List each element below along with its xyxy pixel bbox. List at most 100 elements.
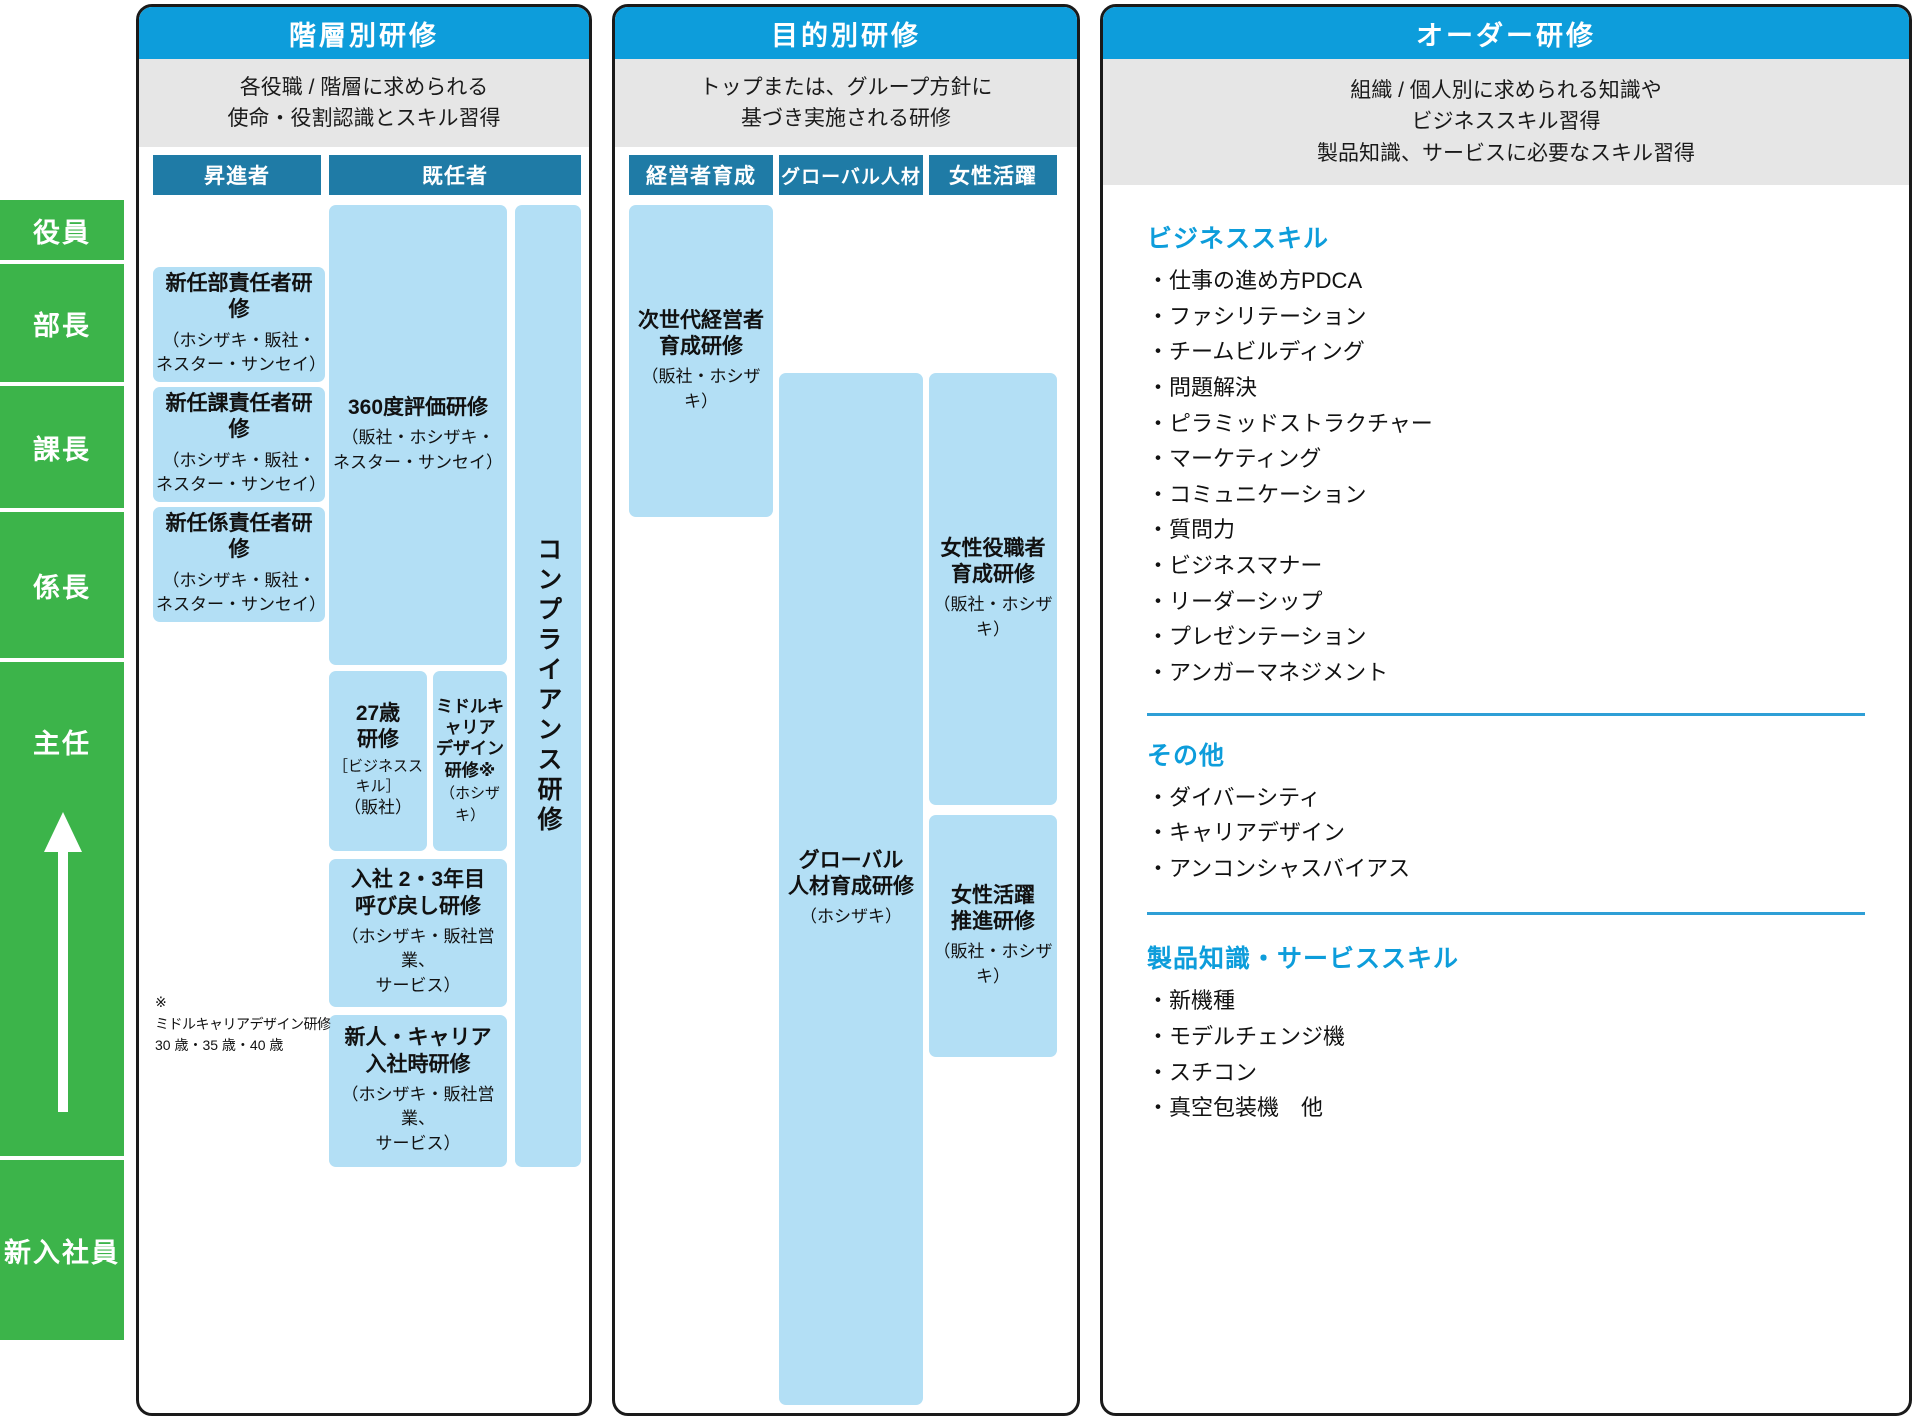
panel-order-training: オーダー研修 組織 / 個人別に求められる知識や ビジネススキル習得 製品知識、… bbox=[1100, 4, 1912, 1416]
training-tag: ［ビジネススキル］ bbox=[332, 758, 423, 795]
list-item: ・質問力 bbox=[1147, 517, 1236, 543]
section-divider bbox=[1147, 712, 1865, 716]
panel-hierarchy-training: 階層別研修 各役職 / 階層に求められる 使命・役割認識とスキル習得 昇進者 既… bbox=[136, 4, 592, 1416]
ladder-level-yakuin: 役員 bbox=[0, 200, 124, 260]
ladder-level-shinnyushain: 新入社員 bbox=[0, 1160, 124, 1340]
training-box-360-evaluation[interactable]: 360度評価研修 （販社・ホシザキ・ ネスター・サンセイ） bbox=[329, 205, 507, 665]
training-box-age-27[interactable]: 27歳 研修 ［ビジネススキル］ （販社） bbox=[329, 671, 427, 851]
training-title: 新任部責任者研修 bbox=[165, 272, 313, 322]
list-item: ・ピラミッドストラクチャー bbox=[1147, 410, 1433, 436]
panel-subtitle: 組織 / 個人別に求められる知識や ビジネススキル習得 製品知識、サービスに必要… bbox=[1103, 59, 1909, 185]
training-title-line2: 呼び戻し研修 bbox=[355, 894, 481, 918]
order-section-other: その他 ・ダイバーシティ ・キャリアデザイン ・アンコンシャスバイアス bbox=[1147, 736, 1865, 887]
category-header-promotion: 昇進者 bbox=[153, 155, 321, 195]
training-sub-line1: （ホシザキ・販社営業、 bbox=[341, 926, 495, 971]
training-title-line1: 入社 2・3年目 bbox=[350, 868, 486, 892]
training-sub-line2: ネスター・サンセイ） bbox=[156, 595, 326, 615]
list-item: ・チームビルディング bbox=[1147, 339, 1365, 365]
panel-subtitle: 各役職 / 階層に求められる 使命・役割認識とスキル習得 bbox=[139, 59, 589, 147]
training-title-line2: 人材育成研修 bbox=[788, 875, 914, 899]
training-title-line2: 入社時研修 bbox=[365, 1052, 471, 1076]
training-sub-line1: （ホシザキ・販社営業、 bbox=[341, 1084, 495, 1129]
training-title-line2: 推進研修 bbox=[951, 909, 1035, 933]
training-box-new-subsection-manager[interactable]: 新任係責任者研修 （ホシザキ・販社・ ネスター・サンセイ） bbox=[153, 507, 326, 622]
training-sub-line2: ネスター・サンセイ） bbox=[333, 452, 503, 472]
training-title-line2: 研修 bbox=[357, 728, 399, 752]
section-heading: その他 bbox=[1147, 741, 1226, 770]
up-arrow-icon bbox=[32, 812, 92, 1112]
panel-subtitle-line3: 製品知識、サービスに必要なスキル習得 bbox=[1317, 141, 1695, 165]
training-box-new-section-manager[interactable]: 新任課責任者研修 （ホシザキ・販社・ ネスター・サンセイ） bbox=[153, 387, 326, 502]
list-item: ・真空包装機 他 bbox=[1147, 1095, 1324, 1121]
category-header-global: グローバル人材 bbox=[779, 155, 923, 195]
training-title-line2: デザイン bbox=[436, 739, 504, 759]
training-title-line2: 育成研修 bbox=[951, 562, 1035, 586]
training-sub-line2: ネスター・サンセイ） bbox=[156, 355, 326, 375]
panel-subtitle-line1: トップまたは、グループ方針に bbox=[699, 75, 993, 99]
training-title-line1: 新人・キャリア bbox=[344, 1026, 492, 1050]
training-title: コンプライアンス研修 bbox=[534, 536, 562, 836]
training-title: 新任課責任者研修 bbox=[165, 392, 313, 442]
training-box-global-talent[interactable]: グローバル 人材育成研修 （ホシザキ） bbox=[779, 373, 923, 1405]
training-sub-line1: （ホシザキ・販社・ bbox=[162, 450, 316, 470]
training-title-line1: 27歳 bbox=[355, 701, 401, 725]
panel-purpose-training: 目的別研修 トップまたは、グループ方針に 基づき実施される研修 経営者育成 グロ… bbox=[612, 4, 1080, 1416]
career-ladder: 役員 部長 課長 係長 主任 新入社員 bbox=[0, 0, 124, 1422]
category-header-female: 女性活躍 bbox=[929, 155, 1057, 195]
training-box-female-advancement[interactable]: 女性活躍 推進研修 （販社・ホシザキ） bbox=[929, 815, 1057, 1057]
training-title: 新任係責任者研修 bbox=[165, 512, 313, 562]
training-box-female-manager[interactable]: 女性役職者 育成研修 （販社・ホシザキ） bbox=[929, 373, 1057, 805]
list-item: ・キャリアデザイン bbox=[1147, 820, 1346, 846]
panel-subtitle-line2: ビジネススキル習得 bbox=[1411, 110, 1601, 134]
training-box-recall-2-3-year[interactable]: 入社 2・3年目 呼び戻し研修 （ホシザキ・販社営業、 サービス） bbox=[329, 859, 507, 1007]
order-section-business-skill: ビジネススキル ・仕事の進め方PDCA ・ファシリテーション ・チームビルディン… bbox=[1147, 219, 1865, 691]
training-sub-line1: （ホシザキ・販社・ bbox=[162, 570, 316, 590]
training-title-line1: グローバル bbox=[798, 848, 904, 872]
footnote-midcareer: ※ ミドルキャリアデザイン研修 30 歳・35 歳・40 歳 bbox=[155, 992, 335, 1057]
training-sub: （販社・ホシザキ） bbox=[933, 595, 1053, 639]
training-title-line1: 次世代経営者 bbox=[638, 308, 764, 332]
list-item: ・ダイバーシティ bbox=[1147, 784, 1321, 810]
panel-title: 階層別研修 bbox=[139, 7, 589, 59]
list-item: ・プレゼンテーション bbox=[1147, 624, 1367, 650]
panel-subtitle-line2: 使命・役割認識とスキル習得 bbox=[227, 107, 501, 130]
list-item: ・仕事の進め方PDCA bbox=[1147, 268, 1363, 293]
category-label: 既任者 bbox=[422, 165, 488, 188]
category-label: グローバル人材 bbox=[781, 166, 921, 188]
panel-subtitle-line2: 基づき実施される研修 bbox=[741, 107, 951, 130]
ladder-level-kakaricho: 係長 bbox=[0, 512, 124, 658]
training-sub-line2: ネスター・サンセイ） bbox=[156, 475, 326, 495]
training-title-line2: 育成研修 bbox=[659, 334, 743, 358]
list-item: ・マーケティング bbox=[1147, 446, 1322, 472]
category-label: 女性活躍 bbox=[949, 165, 1037, 188]
footnote-line1: ミドルキャリアデザイン研修 bbox=[155, 1015, 331, 1032]
training-box-new-dept-manager[interactable]: 新任部責任者研修 （ホシザキ・販社・ ネスター・サンセイ） bbox=[153, 267, 326, 382]
ladder-level-label: 係長 bbox=[33, 572, 91, 603]
list-item: ・問題解決 bbox=[1147, 374, 1258, 400]
training-sub-line2: サービス） bbox=[375, 976, 461, 996]
training-title-line3: 研修※ bbox=[444, 760, 496, 780]
list-item: ・ファシリテーション bbox=[1147, 303, 1367, 329]
training-sub: （販社・ホシザキ） bbox=[641, 367, 761, 411]
footnote-mark: ※ bbox=[155, 994, 167, 1010]
training-sub-line1: （ホシザキ・販社・ bbox=[162, 330, 316, 350]
training-box-midcareer-design[interactable]: ミドルキャリア デザイン 研修※ （ホシザキ） bbox=[433, 671, 507, 851]
panel-subtitle: トップまたは、グループ方針に 基づき実施される研修 bbox=[615, 59, 1077, 147]
training-box-next-gen-executive[interactable]: 次世代経営者 育成研修 （販社・ホシザキ） bbox=[629, 205, 773, 517]
order-section-product-knowledge: 製品知識・サービススキル ・新機種 ・モデルチェンジ機 ・スチコン ・真空包装機… bbox=[1147, 939, 1865, 1126]
training-sub: （ホシザキ） bbox=[439, 784, 500, 824]
training-box-newcomer[interactable]: 新人・キャリア 入社時研修 （ホシザキ・販社営業、 サービス） bbox=[329, 1015, 507, 1167]
ladder-level-bucho: 部長 bbox=[0, 264, 124, 382]
panel-title: オーダー研修 bbox=[1103, 7, 1909, 59]
list-item: ・ビジネスマナー bbox=[1147, 553, 1323, 578]
list-item: ・スチコン bbox=[1147, 1059, 1258, 1085]
ladder-level-label: 新入社員 bbox=[4, 1237, 120, 1268]
list-item: ・アンガーマネジメント bbox=[1147, 659, 1389, 685]
ladder-level-label: 課長 bbox=[33, 434, 91, 465]
panel-body: ビジネススキル ・仕事の進め方PDCA ・ファシリテーション ・チームビルディン… bbox=[1103, 185, 1909, 1126]
ladder-level-label: 主任 bbox=[33, 729, 91, 759]
category-label: 昇進者 bbox=[204, 165, 270, 188]
panel-subtitle-line1: 組織 / 個人別に求められる知識や bbox=[1350, 78, 1662, 102]
training-box-compliance[interactable]: コンプライアンス研修 bbox=[515, 205, 581, 1167]
